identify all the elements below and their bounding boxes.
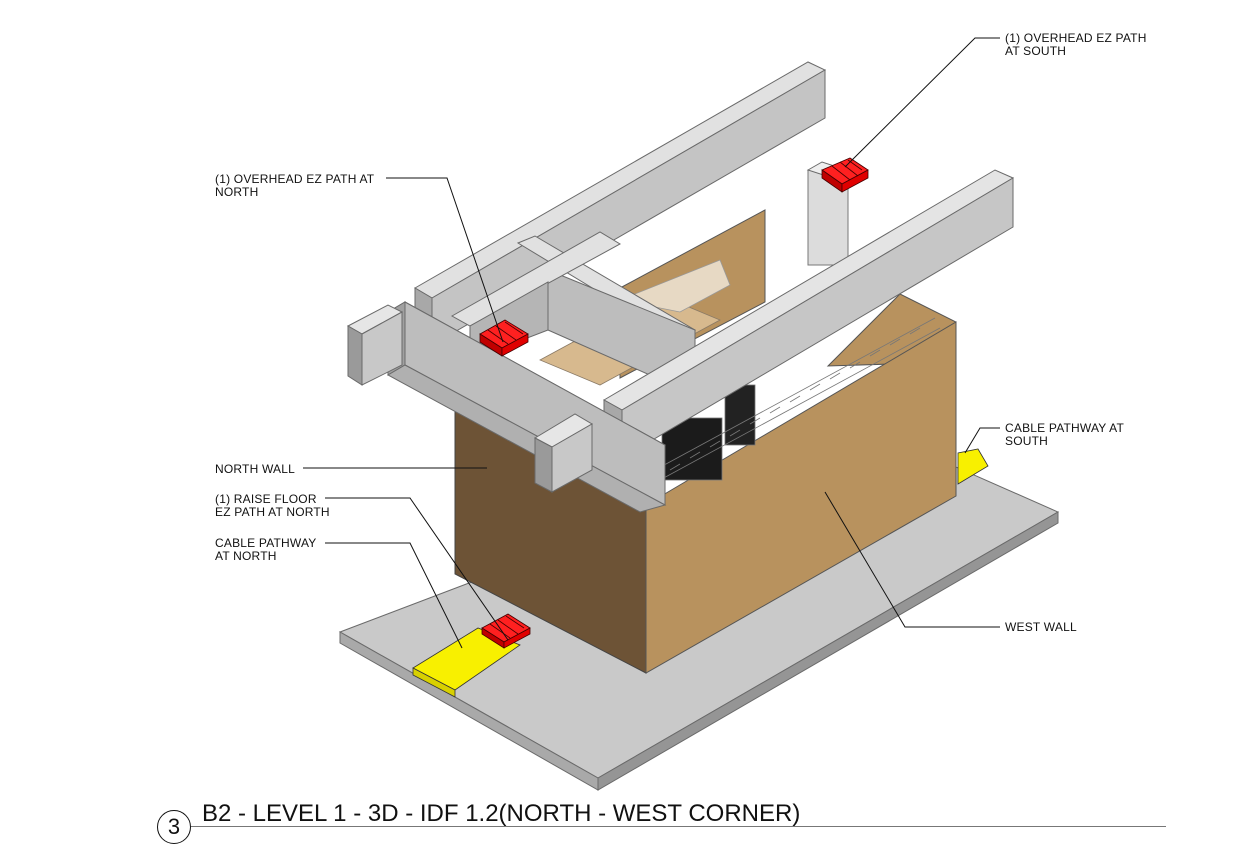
label-cable-pathway-south: CABLE PATHWAY AT SOUTH (1005, 421, 1125, 448)
leader-west-wall (824, 491, 1000, 628)
view-title: B2 - LEVEL 1 - 3D - IDF 1.2(NORTH - WEST… (202, 800, 801, 827)
ez-path-raise-floor-north (481, 613, 531, 649)
label-west-wall: WEST WALL (1005, 620, 1077, 634)
leader-overhead-north (386, 177, 504, 343)
leader-overhead-south (844, 37, 1000, 168)
label-cable-pathway-north: CABLE PATHWAY AT NORTH (215, 536, 317, 563)
view-number-bubble: 3 (157, 810, 191, 844)
label-overhead-ez-path-north: (1) OVERHEAD EZ PATH AT NORTH (215, 172, 375, 199)
cable-pathway-north (412, 627, 521, 698)
overhead-beams (346, 61, 1015, 513)
label-overhead-ez-path-south: (1) OVERHEAD EZ PATH AT SOUTH (1005, 31, 1147, 58)
title-underline (191, 826, 1166, 827)
leader-raise-floor (325, 497, 509, 641)
leader-lines (303, 37, 1000, 649)
cable-pathway-south (957, 448, 989, 485)
ez-path-overhead-north (479, 319, 529, 357)
west-wall (645, 321, 957, 674)
leader-cable-north (325, 542, 463, 649)
leader-cable-south (964, 427, 1000, 454)
label-north-wall: NORTH WALL (215, 462, 296, 476)
label-raise-floor-ez-path-north: (1) RAISE FLOOR EZ PATH AT NORTH (215, 492, 330, 519)
ez-path-overhead-south (821, 157, 869, 193)
